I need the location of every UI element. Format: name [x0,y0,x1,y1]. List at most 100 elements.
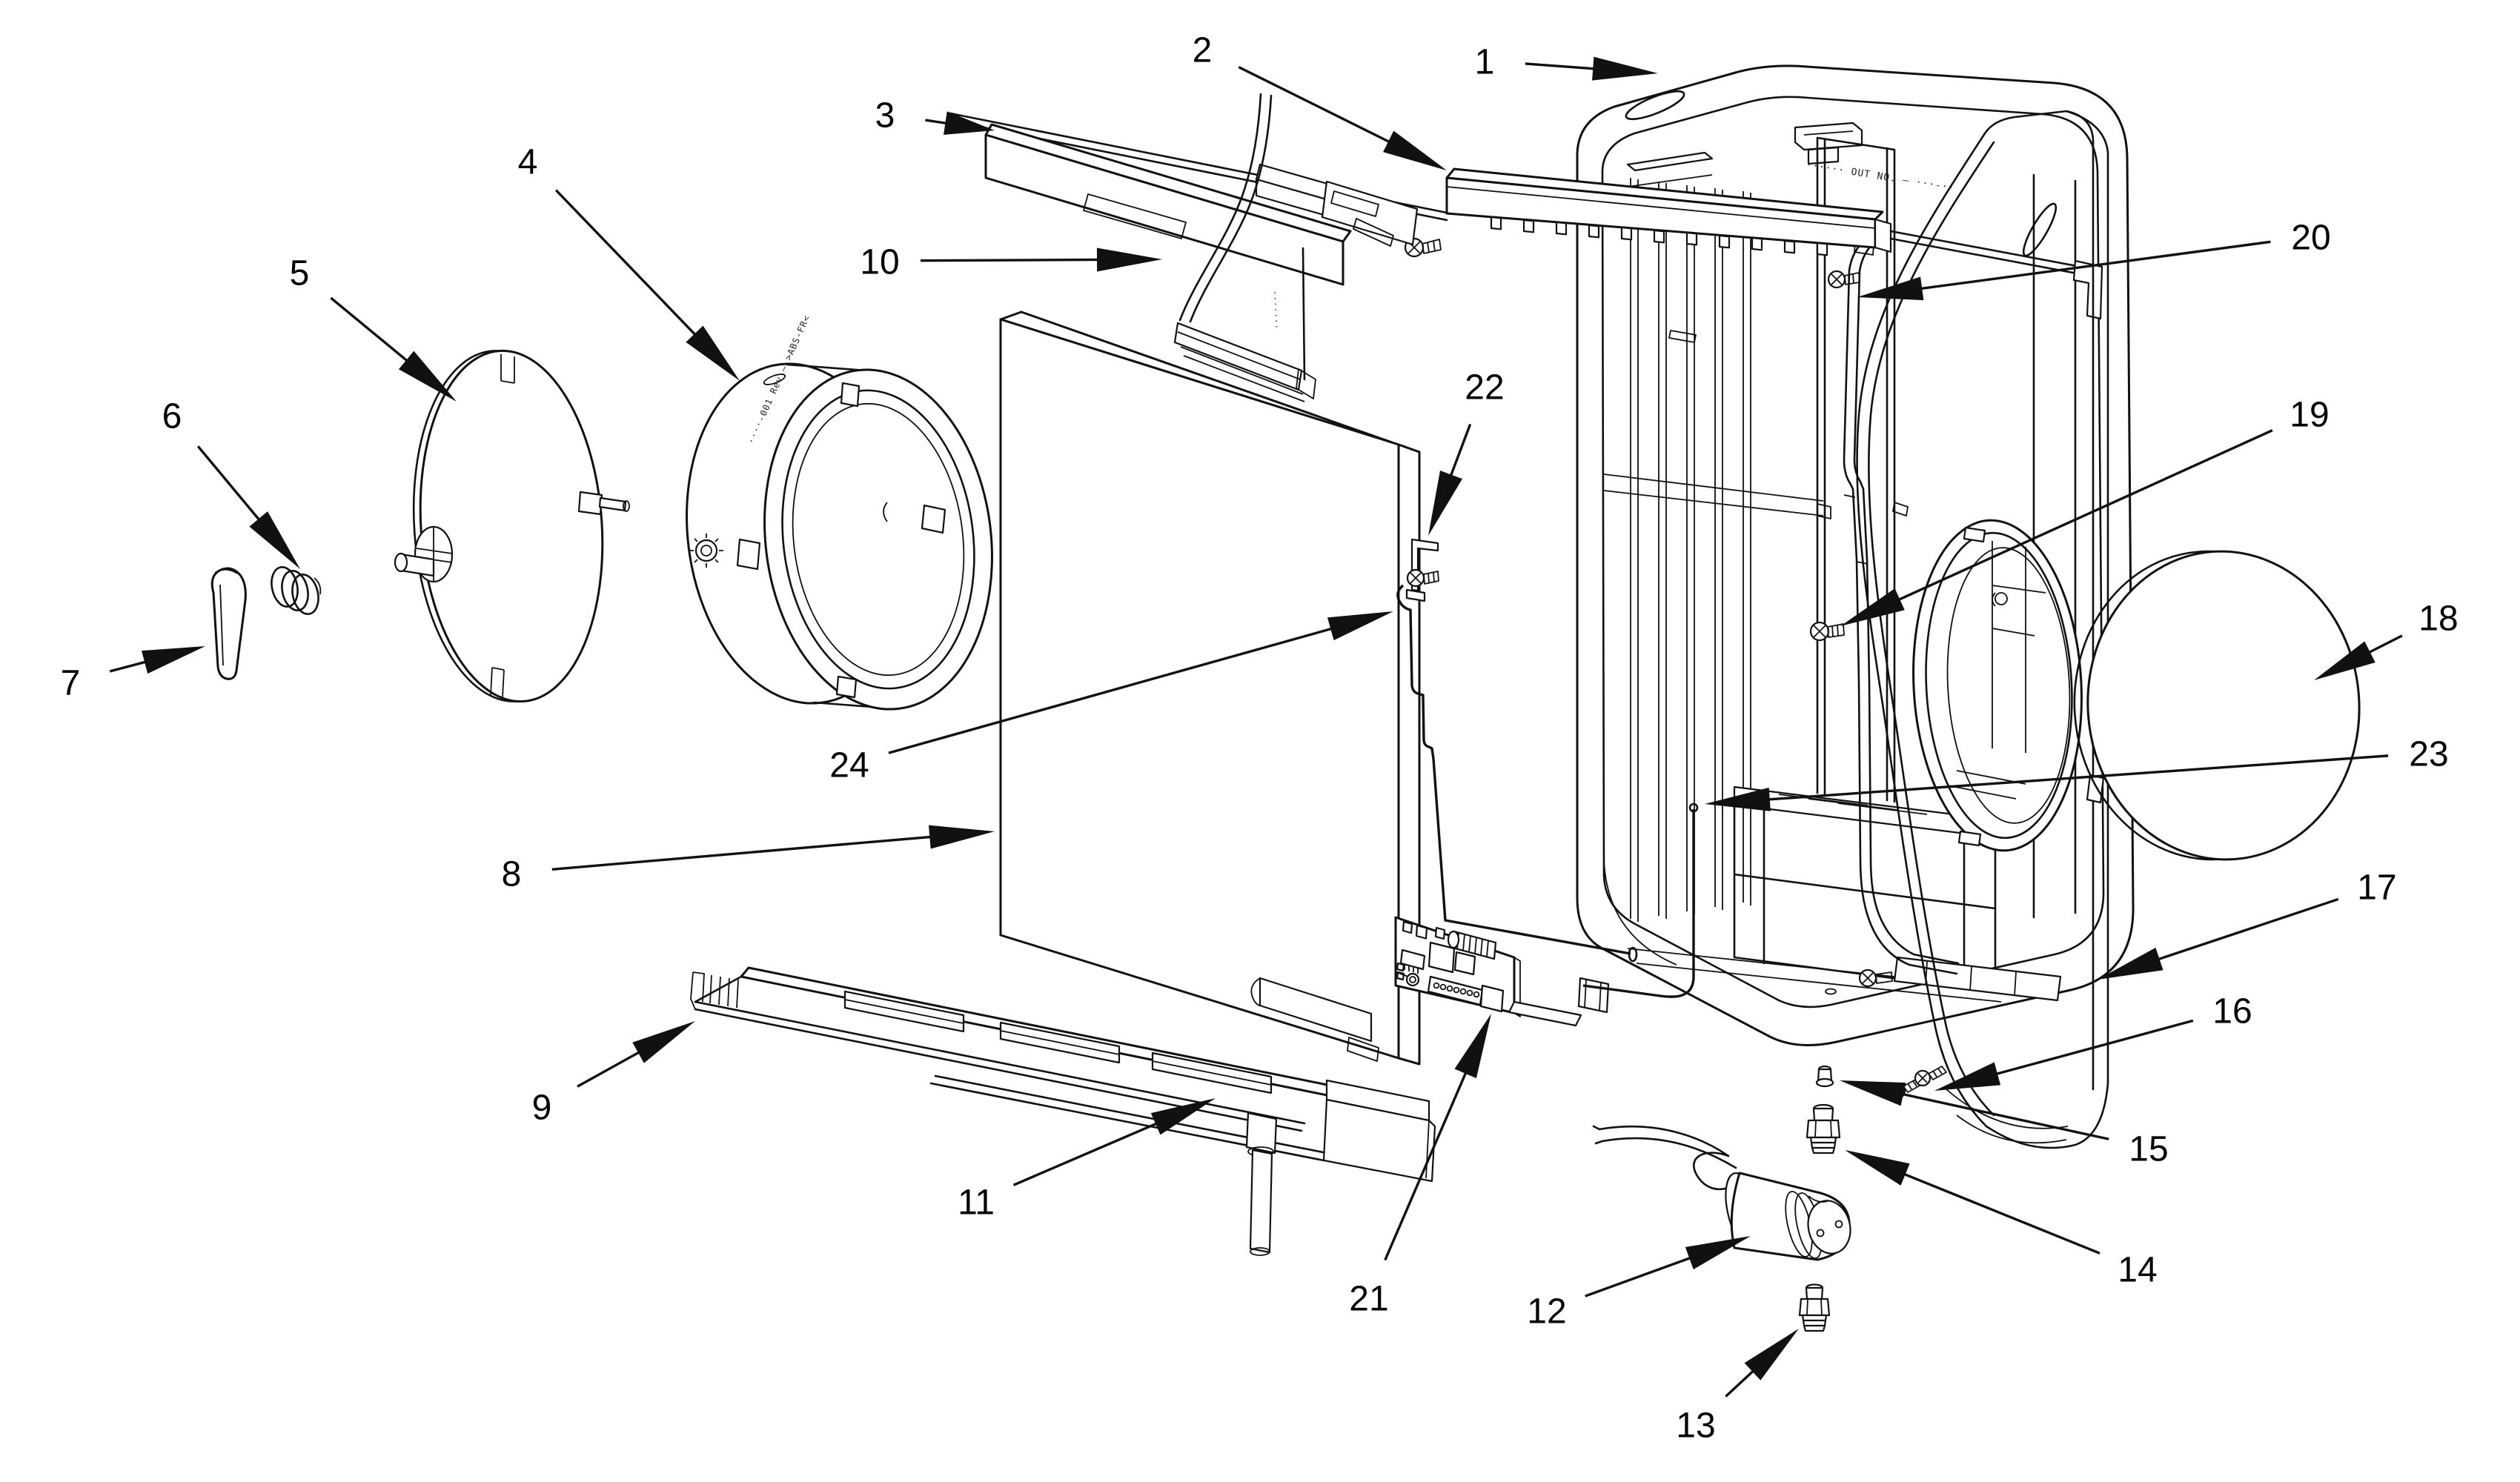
callout-label-1: 1 [1475,42,1495,82]
leader-line-6 [196,445,262,524]
arrowhead-1 [1592,56,1658,81]
part-motor-solenoid [1592,1125,1851,1261]
leader-line-15 [1898,1091,2109,1140]
leader-line-11 [1012,1120,1161,1186]
arrowhead-5 [398,350,457,402]
callout-label-17: 17 [2357,868,2396,907]
callout-label-2: 2 [1193,30,1213,70]
part-spring [271,566,322,615]
callout-8: 8 [502,825,995,894]
arrowhead-23 [1705,787,1771,811]
callout-12: 12 [1527,1236,1751,1331]
callout-label-21: 21 [1349,1279,1388,1318]
arrowhead-6 [249,511,300,569]
callout-22: 22 [1428,368,1505,536]
leader-line-14 [1900,1172,2100,1255]
arrowhead-4 [686,325,740,381]
callout-label-5: 5 [290,253,310,293]
callout-label-16: 16 [2212,991,2252,1031]
leader-line-18 [2365,634,2403,655]
part-knob [210,567,247,680]
callout-6: 6 [162,396,300,569]
callout-label-18: 18 [2418,599,2458,638]
arrowhead-20 [1857,276,1924,301]
arrowhead-14 [1845,1150,1910,1186]
arrowhead-15 [1840,1080,1906,1106]
arrowhead-17 [2098,947,2163,980]
callout-5: 5 [290,253,457,402]
callout-label-20: 20 [2291,218,2330,257]
part-cap-plug [1815,1065,1834,1088]
leader-line-2 [1238,65,1393,145]
callout-17: 17 [2098,868,2397,980]
callout-label-4: 4 [518,142,538,182]
callout-label-22: 22 [1465,368,1504,407]
arrowhead-10 [1096,247,1162,272]
callout-10: 10 [860,242,1162,282]
part-capillary-assembly [1396,538,1699,1014]
part-top-grille-bar [949,112,1448,286]
arrowhead-12 [1685,1236,1751,1270]
part-louver-assembly [690,966,1436,1256]
callout-label-3: 3 [875,96,895,135]
callout-24: 24 [829,611,1393,785]
callout-label-14: 14 [2118,1250,2157,1289]
leader-line-5 [330,296,411,365]
arrowhead-21 [1454,1014,1491,1079]
arrowhead-16 [1934,1062,2001,1091]
callout-19: 19 [1840,395,2330,626]
bracket-stamp: ······· [1270,290,1281,330]
leader-line-20 [1917,240,2271,290]
leader-line-7 [109,659,150,673]
callout-label-10: 10 [860,242,899,282]
callout-14: 14 [1845,1150,2158,1289]
callout-label-12: 12 [1527,1292,1566,1331]
leader-line-16 [1992,1019,2194,1077]
callout-21: 21 [1349,1014,1491,1318]
callout-9: 9 [532,1021,695,1127]
callout-23: 23 [1705,734,2449,811]
callout-label-6: 6 [162,396,182,436]
leader-line-13 [1725,1367,1757,1398]
part-duct-bracket [1173,93,1316,402]
leader-line-17 [2155,897,2339,962]
bar-teeth [1490,216,1828,256]
leader-line-10 [920,258,1102,262]
part-control-board [1394,916,1582,1027]
callout-label-11: 11 [958,1183,995,1222]
leader-line-21 [1384,1069,1469,1261]
arrowhead-11 [1150,1098,1216,1135]
leader-line-4 [554,189,699,339]
callout-label-24: 24 [829,745,869,785]
callout-15: 15 [1840,1080,2169,1169]
callout-label-9: 9 [532,1088,552,1127]
part-round-cover [2073,550,2361,861]
part-fitting-lower [1798,1283,1831,1332]
arrowhead-9 [632,1021,695,1063]
leader-line-9 [577,1049,643,1088]
callout-label-8: 8 [502,854,522,894]
part-blower-ring [686,362,993,711]
part-access-cover-disc [394,349,630,703]
arrowhead-7 [142,646,205,674]
arrowhead-24 [1327,611,1393,641]
arrowhead-18 [2314,641,2375,680]
leader-line-1 [1525,62,1598,70]
callout-label-13: 13 [1676,1406,1715,1445]
callout-13: 13 [1676,1329,1799,1445]
leader-line-19 [1894,429,2273,602]
arrowhead-3 [944,111,995,135]
callout-11: 11 [958,1098,1216,1222]
callout-label-7: 7 [61,663,81,702]
leader-line-23 [1765,754,2389,801]
callout-3: 3 [875,96,995,135]
arrowhead-19 [1840,588,1905,626]
part-mounting-bar [1404,167,2103,320]
callout-label-23: 23 [2409,734,2448,774]
part-heater-panel [999,310,1421,1066]
callout-7: 7 [61,646,205,702]
part-front-cover [1856,110,2109,1149]
callout-4: 4 [518,142,740,381]
